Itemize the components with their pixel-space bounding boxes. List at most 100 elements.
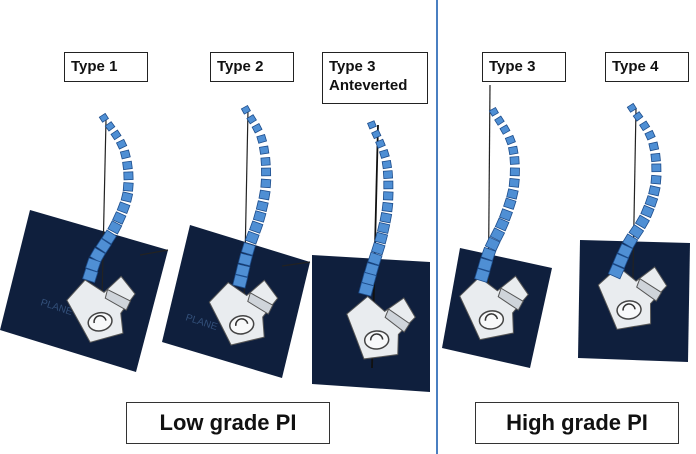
vertebra-2-12 bbox=[249, 220, 264, 234]
type-3-anteverted-title: Type 3 bbox=[329, 58, 376, 75]
vertebra-2-2 bbox=[246, 114, 257, 125]
vertebra-3-8 bbox=[382, 191, 394, 201]
vertebra-5-6 bbox=[650, 152, 661, 163]
vertebra-2-17 bbox=[232, 274, 249, 289]
vertebra-5-2 bbox=[632, 111, 644, 122]
vertebra-5-3 bbox=[639, 120, 651, 132]
vertebra-3-14 bbox=[367, 251, 383, 266]
type-3-anteverted-label: Type 3 Anteverted bbox=[322, 52, 428, 104]
plane-type-4 bbox=[578, 107, 690, 362]
vertebra-3-13 bbox=[370, 241, 386, 256]
vertebra-5-5 bbox=[648, 141, 660, 152]
vertebra-1-7 bbox=[123, 171, 134, 181]
vertebra-4-5 bbox=[508, 145, 519, 156]
vertebra-1-16 bbox=[85, 257, 102, 273]
vertebra-4-3 bbox=[499, 124, 511, 135]
vertebra-5-9 bbox=[648, 185, 661, 197]
vertebra-2-7 bbox=[261, 167, 272, 177]
vertebra-2-8 bbox=[260, 178, 272, 189]
vertebra-3-11 bbox=[377, 221, 391, 234]
vertebra-4-8 bbox=[508, 178, 520, 188]
vertebra-1-14 bbox=[95, 237, 112, 254]
vertebra-1-13 bbox=[101, 229, 117, 245]
group-divider bbox=[436, 0, 438, 454]
vertebra-5-1 bbox=[626, 102, 638, 113]
vertebra-4-14 bbox=[484, 236, 501, 252]
vertebra-1-4 bbox=[115, 138, 128, 150]
type-4-label: Type 4 bbox=[605, 52, 689, 82]
vertebra-2-15 bbox=[237, 252, 253, 267]
vertebra-3-12 bbox=[374, 231, 389, 245]
vertebra-5-8 bbox=[650, 174, 662, 185]
vertebra-1-17 bbox=[82, 267, 99, 283]
vertebra-4-17 bbox=[474, 267, 491, 283]
vertebra-1-2 bbox=[104, 121, 116, 132]
vertebra-5-17 bbox=[607, 263, 625, 280]
vertebra-4-9 bbox=[506, 188, 519, 200]
vertebra-3-3 bbox=[375, 138, 386, 149]
vertebra-3-6 bbox=[382, 170, 394, 180]
vertebra-4-4 bbox=[504, 134, 516, 146]
vertebra-4-12 bbox=[494, 217, 510, 232]
type-3-high-label: Type 3 bbox=[482, 52, 566, 82]
vertebra-4-13 bbox=[489, 227, 506, 242]
vertebra-1-8 bbox=[122, 182, 134, 192]
vertebra-3-4 bbox=[379, 148, 390, 159]
spine-columns bbox=[82, 102, 662, 297]
vertebra-1-11 bbox=[112, 211, 127, 225]
low-grade-pi-label: Low grade PI bbox=[126, 402, 330, 444]
vertebra-3-10 bbox=[379, 212, 393, 224]
vertebra-4-7 bbox=[509, 167, 520, 177]
vertebra-4-16 bbox=[477, 257, 494, 272]
vertebra-5-4 bbox=[644, 129, 656, 141]
vertebra-2-1 bbox=[240, 104, 251, 115]
vertebra-3-17 bbox=[358, 282, 375, 297]
vertebra-2-6 bbox=[260, 157, 271, 166]
vertebra-1-3 bbox=[110, 129, 122, 141]
vertebra-1-10 bbox=[116, 201, 131, 215]
vertebra-1-6 bbox=[122, 160, 133, 171]
vertebra-2-13 bbox=[244, 230, 260, 245]
vertebra-5-12 bbox=[634, 214, 650, 230]
vertebra-5-7 bbox=[651, 163, 662, 173]
vertebra-1-9 bbox=[120, 191, 134, 203]
vertebra-2-11 bbox=[252, 210, 267, 223]
vertebra-3-5 bbox=[381, 159, 393, 170]
high-grade-pi-label: High grade PI bbox=[475, 402, 679, 444]
vertebra-3-2 bbox=[371, 129, 382, 140]
vertebra-2-14 bbox=[240, 242, 256, 256]
vertebra-4-15 bbox=[480, 246, 497, 262]
plane-type-2: PLANE bbox=[162, 109, 311, 378]
vertebra-5-15 bbox=[617, 243, 634, 259]
vertebra-5-14 bbox=[622, 233, 639, 249]
vertebra-2-16 bbox=[235, 263, 251, 278]
vertebra-4-1 bbox=[488, 106, 499, 117]
type-1-label: Type 1 bbox=[64, 52, 148, 82]
type-2-label: Type 2 bbox=[210, 52, 294, 82]
vertebra-4-6 bbox=[509, 156, 520, 165]
type-3-anteverted-subtitle: Anteverted bbox=[329, 77, 408, 94]
vertebra-3-7 bbox=[383, 180, 394, 190]
vertebra-4-2 bbox=[494, 115, 505, 126]
vertebra-4-10 bbox=[503, 197, 517, 210]
vertebra-1-5 bbox=[119, 149, 131, 160]
vertebra-2-10 bbox=[255, 200, 269, 212]
plane-type-1: PLANE bbox=[0, 119, 169, 372]
vertebra-2-3 bbox=[251, 123, 263, 134]
vertebra-2-9 bbox=[258, 189, 271, 201]
vertebra-5-11 bbox=[640, 204, 655, 219]
plane-type-3-high bbox=[442, 84, 552, 368]
vertebra-3-9 bbox=[381, 201, 394, 213]
vertebra-5-16 bbox=[612, 253, 629, 269]
vertebra-3-1 bbox=[367, 120, 377, 130]
vertebra-4-11 bbox=[498, 208, 513, 222]
vertebra-1-12 bbox=[107, 220, 123, 235]
vertebra-5-13 bbox=[628, 224, 645, 240]
vertebra-1-1 bbox=[98, 112, 110, 123]
vertebra-1-15 bbox=[89, 247, 106, 263]
vertebra-5-10 bbox=[644, 195, 659, 208]
vertebra-2-5 bbox=[259, 145, 270, 155]
vertebra-2-4 bbox=[256, 133, 268, 144]
